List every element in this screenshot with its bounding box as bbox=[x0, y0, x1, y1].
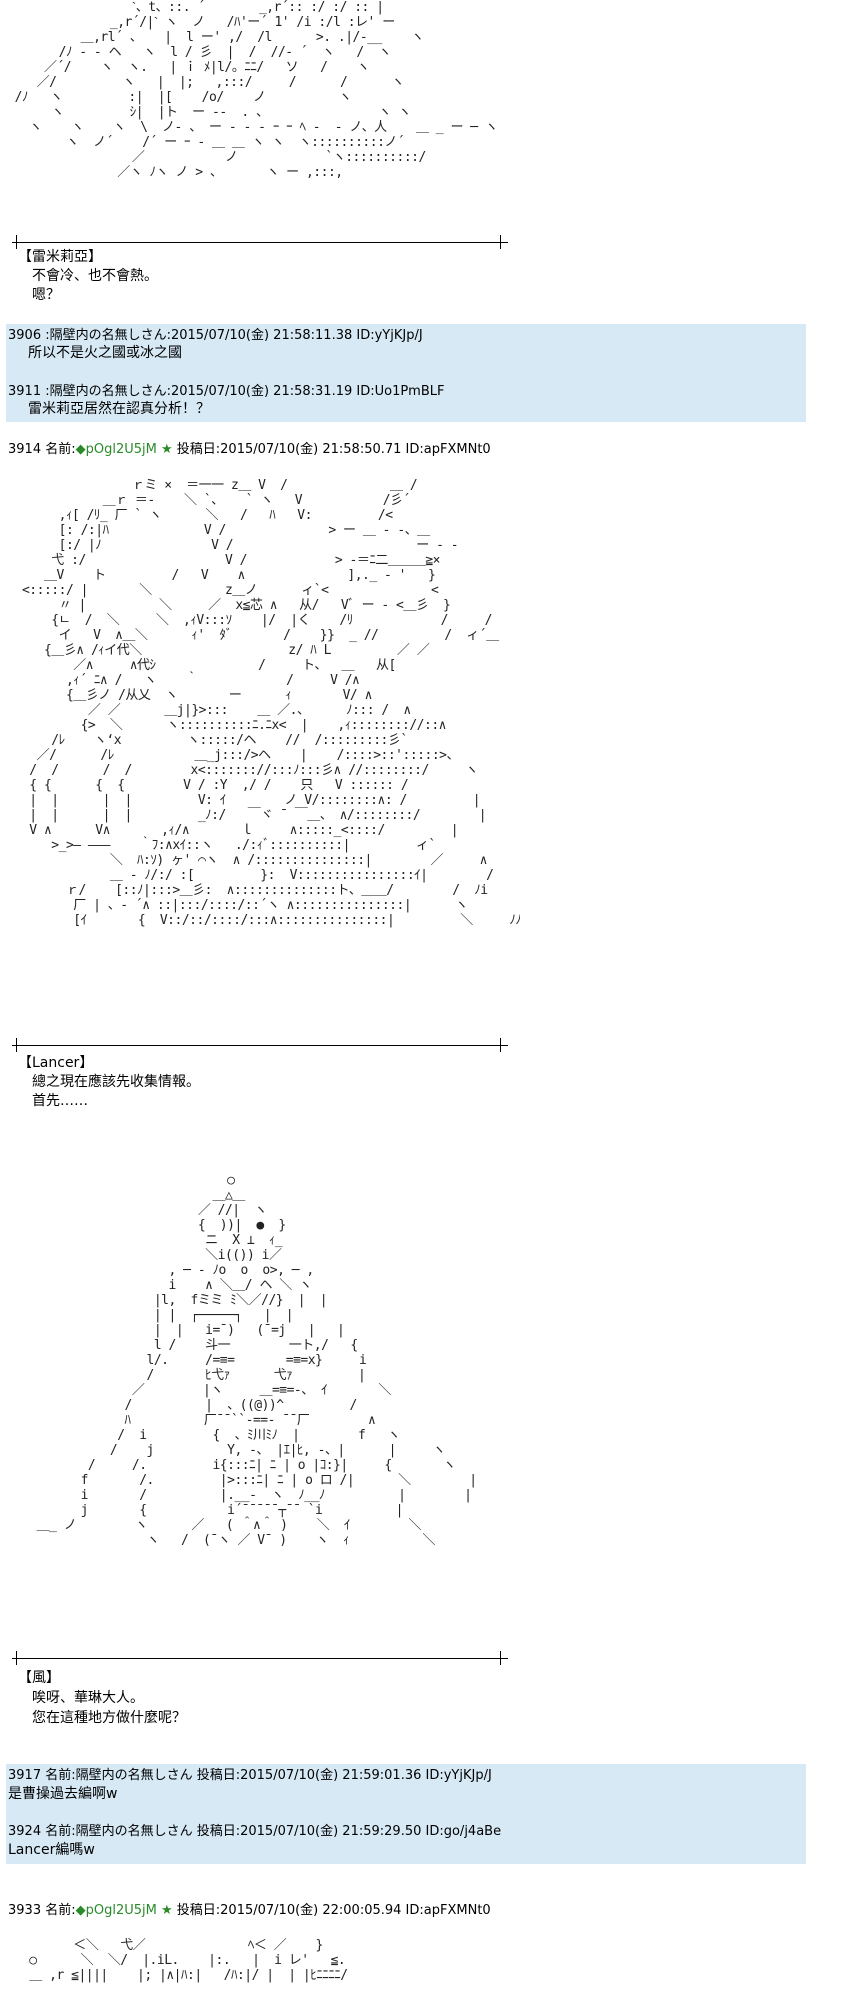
star-icon: ★ bbox=[160, 1903, 173, 1918]
post-body: Lancer編嗎w bbox=[8, 1842, 95, 1858]
post-number: 3914 名前: bbox=[8, 442, 76, 457]
post-header-3914: 3914 名前:◆pOgl2U5jM ★ 投稿日:2015/07/10(金) 2… bbox=[8, 441, 491, 458]
speaker-label: 【風】 bbox=[18, 1670, 60, 1686]
ascii-art-feng: ○ ＿△＿ ／ //| ヽ { ))| ● } ニ X ⊥ ｨ_ ＼i(()) … bbox=[36, 1173, 477, 1548]
divider-tick-right bbox=[500, 1651, 501, 1665]
dialogue-line: 首先…… bbox=[32, 1093, 88, 1109]
tripcode: ◆pOgl2U5jM bbox=[75, 1903, 157, 1918]
divider-tick-left bbox=[16, 1651, 17, 1665]
post-body: 所以不是火之國或冰之國 bbox=[28, 345, 182, 361]
star-icon: ★ bbox=[160, 442, 173, 457]
post-number: 3933 名前: bbox=[8, 1903, 76, 1918]
dialogue-line: 不會冷、也不會熱。 bbox=[32, 268, 158, 284]
post-header: 3911 :隔壁内の名無しさん:2015/07/10(金) 21:58:31.1… bbox=[8, 384, 445, 399]
speaker-label: 【Lancer】 bbox=[18, 1055, 94, 1071]
ascii-art-lancer: ｒミ × ＝一一 z＿ V / ＿ / ＿ｒ ＝- ＼ `、 ` ヽ V /彡´… bbox=[21, 478, 520, 928]
post-meta: 投稿日:2015/07/10(金) 21:58:50.71 ID:apFXMNt… bbox=[176, 442, 491, 457]
divider-rule bbox=[12, 242, 508, 243]
tripcode: ◆pOgl2U5jM bbox=[75, 442, 157, 457]
post-header-3933: 3933 名前:◆pOgl2U5jM ★ 投稿日:2015/07/10(金) 2… bbox=[8, 1902, 491, 1919]
divider-rule bbox=[12, 1658, 508, 1659]
post-header: 3917 名前:隔壁内の名無しさん 投稿日:2015/07/10(金) 21:5… bbox=[8, 1768, 492, 1783]
divider-rule bbox=[12, 1045, 508, 1046]
divider-tick-right bbox=[500, 235, 501, 249]
post-body: 是曹操過去編啊w bbox=[8, 1786, 118, 1802]
speaker-label: 【雷米莉亞】 bbox=[18, 249, 102, 265]
dialogue-line: 您在這種地方做什麼呢？ bbox=[32, 1710, 186, 1726]
ascii-art-top: ˋ、t、::. ´￣ ￣ _,r´:: :/ :/ :: | _,r´/|ˋ ヽ… bbox=[14, 0, 498, 180]
divider-tick-right bbox=[500, 1038, 501, 1052]
divider-tick-left bbox=[16, 235, 17, 249]
post-body: 雷米莉亞居然在認真分析！？ bbox=[28, 401, 210, 417]
post-header: 3924 名前:隔壁内の名無しさん 投稿日:2015/07/10(金) 21:5… bbox=[8, 1824, 502, 1839]
dialogue-line: 嗯？ bbox=[32, 287, 60, 303]
dialogue-line: 唉呀、華琳大人。 bbox=[32, 1690, 144, 1706]
dialogue-line: 總之現在應該先收集情報。 bbox=[32, 1074, 200, 1090]
post-meta: 投稿日:2015/07/10(金) 22:00:05.94 ID:apFXMNt… bbox=[176, 1903, 491, 1918]
reply-panel bbox=[6, 324, 806, 422]
reply-panel bbox=[6, 1764, 806, 1864]
ascii-art-bottom: ＜＼ 弋／ ﾍ＜ ／ } ○ ＼ ＼/ |.iL. |:. | i レ' ≦. … bbox=[29, 1938, 348, 1983]
post-header: 3906 :隔壁内の名無しさん:2015/07/10(金) 21:58:11.3… bbox=[8, 328, 423, 343]
divider-tick-left bbox=[16, 1038, 17, 1052]
